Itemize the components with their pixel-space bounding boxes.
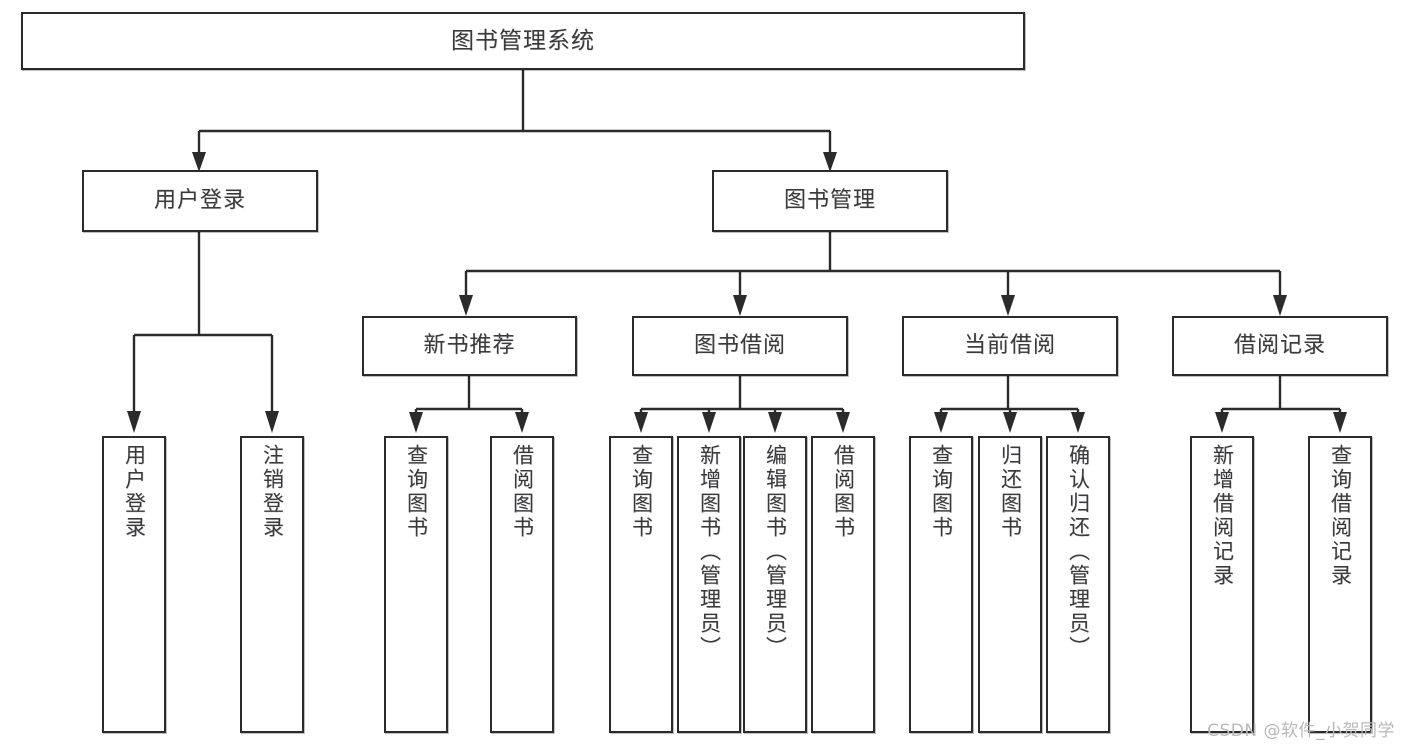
leaf-label-add-book: 新增图书（管理员）	[697, 444, 722, 660]
node-label-borrow-record: 借阅记录	[1233, 333, 1326, 359]
node-label-book-borrow: 图书借阅	[693, 333, 786, 359]
node-label-book-management: 图书管理	[783, 188, 876, 214]
leaf-label-borrow-book-recommend: 借阅图书	[510, 444, 535, 540]
leaf-query-borrow-record[interactable]: 查询借阅记录	[1308, 436, 1372, 733]
leaf-return-book[interactable]: 归还图书	[978, 436, 1042, 733]
leaf-label-add-borrow-record: 新增借阅记录	[1210, 444, 1235, 588]
arrow-to-new-book-recommend	[459, 295, 473, 316]
leaf-label-confirm-return: 确认归还（管理员）	[1066, 444, 1091, 660]
arrow-to-leaf-edit-book	[768, 412, 782, 433]
leaf-label-return-book: 归还图书	[998, 444, 1023, 540]
arrow-to-borrow-record	[1273, 295, 1287, 316]
arrow-to-leaf-return-book	[1003, 412, 1017, 433]
leaf-label-edit-book: 编辑图书（管理员）	[763, 444, 788, 660]
leaf-label-query-book-current: 查询图书	[929, 444, 954, 540]
arrow-to-leaf-query-book-1	[409, 412, 423, 433]
node-label-user-login: 用户登录	[153, 188, 246, 214]
arrow-to-current-borrow	[1001, 295, 1015, 316]
leaf-borrow-book[interactable]: 借阅图书	[811, 436, 875, 733]
leaf-query-book-recommend[interactable]: 查询图书	[384, 436, 448, 733]
leaf-add-borrow-record[interactable]: 新增借阅记录	[1190, 436, 1254, 733]
arrow-to-leaf-add-book	[702, 412, 716, 433]
leaf-user-login[interactable]: 用户登录	[102, 436, 166, 733]
leaf-borrow-book-recommend[interactable]: 借阅图书	[490, 436, 554, 733]
arrow-to-leaf-borrow-book-1	[515, 412, 529, 433]
leaf-label-logout: 注销登录	[260, 444, 285, 540]
leaf-query-book-borrow[interactable]: 查询图书	[609, 436, 673, 733]
node-label-new-book-recommend: 新书推荐	[423, 333, 516, 359]
arrow-to-leaf-query-book-2	[634, 412, 648, 433]
leaf-label-query-book-recommend: 查询图书	[404, 444, 429, 540]
leaf-label-user-login: 用户登录	[122, 444, 147, 540]
leaf-edit-book[interactable]: 编辑图书（管理员）	[743, 436, 807, 733]
leaf-add-book[interactable]: 新增图书（管理员）	[677, 436, 741, 733]
node-user-login[interactable]: 用户登录	[82, 170, 318, 232]
arrow-to-leaf-add-record	[1215, 412, 1229, 433]
node-label-root: 图书管理系统	[451, 27, 595, 54]
node-label-current-borrow: 当前借阅	[963, 333, 1056, 359]
leaf-label-query-book-borrow: 查询图书	[629, 444, 654, 540]
arrow-to-leaf-borrow-book-2	[836, 412, 850, 433]
arrow-to-leaf-logout	[265, 411, 279, 433]
node-borrow-record[interactable]: 借阅记录	[1172, 316, 1388, 376]
node-current-borrow[interactable]: 当前借阅	[902, 316, 1118, 376]
leaf-confirm-return[interactable]: 确认归还（管理员）	[1046, 436, 1110, 733]
csdn-watermark: CSDN @软件_小贺同学	[1207, 721, 1395, 741]
leaf-query-book-current[interactable]: 查询图书	[909, 436, 973, 733]
node-new-book-recommend[interactable]: 新书推荐	[362, 316, 577, 376]
leaf-label-query-borrow-record: 查询借阅记录	[1328, 444, 1353, 588]
node-root-system[interactable]: 图书管理系统	[21, 12, 1025, 70]
arrow-to-leaf-confirm-return	[1071, 412, 1085, 433]
arrow-to-leaf-user-login	[127, 411, 141, 433]
node-book-borrow[interactable]: 图书借阅	[632, 316, 848, 376]
arrow-to-leaf-query-book-3	[934, 412, 948, 433]
arrow-to-user-login	[192, 152, 206, 172]
arrow-to-leaf-query-record	[1333, 412, 1347, 433]
node-book-management[interactable]: 图书管理	[712, 170, 948, 232]
arrow-to-book-mgmt	[823, 152, 837, 172]
arrow-to-book-borrow	[733, 295, 747, 316]
leaf-label-borrow-book: 借阅图书	[831, 444, 856, 540]
leaf-logout[interactable]: 注销登录	[240, 436, 304, 733]
